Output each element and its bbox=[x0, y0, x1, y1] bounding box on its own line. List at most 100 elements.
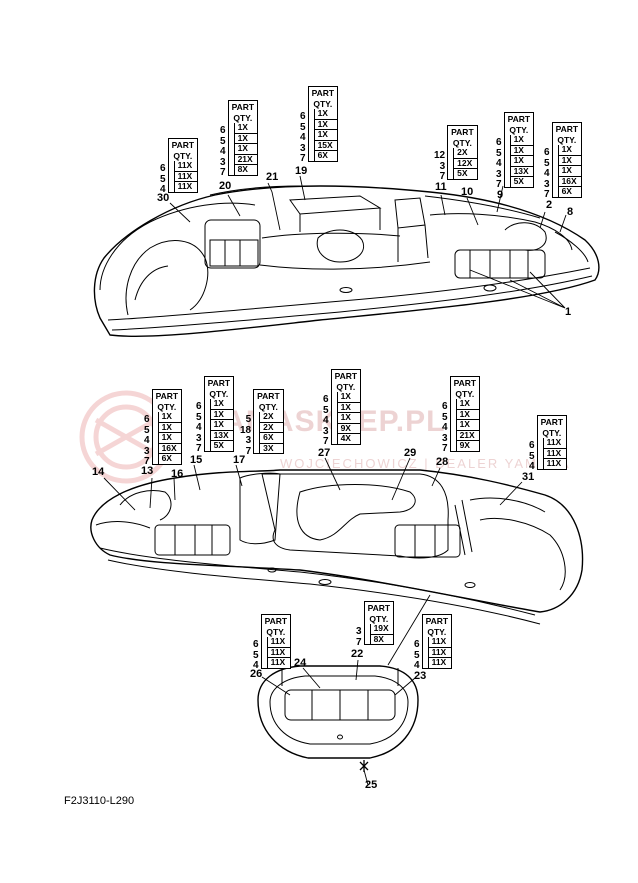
qty-value: 1X bbox=[314, 129, 338, 140]
callout-27: 27 bbox=[318, 447, 331, 459]
qty-value: 11X bbox=[270, 636, 286, 646]
part-number: 6 bbox=[220, 125, 226, 136]
qty-header-qty: QTY. bbox=[209, 389, 229, 399]
part-number: 6 bbox=[414, 639, 420, 650]
part-number: 5 bbox=[544, 157, 550, 169]
part-number: 5 bbox=[323, 404, 329, 416]
qty-value: 11X bbox=[267, 657, 291, 668]
part-number: 4 bbox=[529, 461, 535, 473]
qty-header-qty: QTY. bbox=[542, 428, 562, 438]
qty-header-part: PART bbox=[207, 378, 231, 388]
qty-value: 2X bbox=[260, 421, 283, 433]
qty-header-part: PART bbox=[155, 391, 179, 401]
callout-16: 16 bbox=[171, 468, 184, 480]
qty-header-part: PART bbox=[264, 616, 288, 626]
qty-value: 11X bbox=[174, 170, 198, 182]
qty-value: 5X bbox=[454, 168, 477, 179]
part-number: 4 bbox=[544, 168, 550, 180]
qty-value: 11X bbox=[543, 447, 567, 459]
qty-value: 13X bbox=[210, 429, 234, 441]
qty-header-qty: QTY. bbox=[369, 614, 389, 624]
qty-value: 1X bbox=[210, 419, 234, 430]
qty-header-part: PART bbox=[507, 114, 531, 124]
qty-value: 1X bbox=[558, 165, 582, 176]
callout-17: 17 bbox=[233, 454, 246, 466]
part-number: 5 bbox=[529, 450, 535, 462]
part-number: 7 bbox=[442, 443, 448, 455]
callout-25: 25 bbox=[365, 779, 378, 791]
qty-header-part: PART bbox=[231, 102, 255, 112]
callout-9: 9 bbox=[497, 189, 504, 201]
watermark-tagline: WOJCIECHOWICZ | DEALER YAMAHA bbox=[280, 456, 571, 471]
part-number: 3 bbox=[196, 432, 202, 444]
qty-value: 11X bbox=[174, 181, 198, 192]
qty-value: 12X bbox=[454, 157, 477, 169]
qty-value: 1X bbox=[234, 132, 258, 144]
qty-value: 5X bbox=[210, 440, 234, 451]
part-number: 3 bbox=[220, 156, 226, 168]
qty-value: 6X bbox=[158, 453, 182, 464]
callout-10: 10 bbox=[461, 186, 474, 198]
qty-value: 2X bbox=[457, 147, 468, 157]
qty-value: 1X bbox=[210, 408, 234, 420]
callout-31: 31 bbox=[522, 471, 535, 483]
part-number: 4 bbox=[323, 415, 329, 427]
qty-value: 11X bbox=[543, 458, 567, 469]
callout-26: 26 bbox=[250, 668, 263, 680]
qty-value: 2X bbox=[263, 411, 274, 421]
callout-2: 2 bbox=[546, 199, 553, 211]
part-number: 5 bbox=[220, 135, 226, 147]
qty-value: 1X bbox=[337, 401, 361, 413]
part-number: 5 bbox=[196, 411, 202, 423]
qty-header-qty: QTY. bbox=[173, 151, 193, 161]
part-number: 4 bbox=[253, 660, 259, 672]
part-number: 6 bbox=[496, 137, 502, 148]
qty-value: 1X bbox=[337, 412, 361, 423]
callout-23: 23 bbox=[414, 670, 427, 682]
part-number: 7 bbox=[544, 189, 550, 201]
qty-value: 9X bbox=[456, 440, 480, 451]
callout-28: 28 bbox=[436, 456, 449, 468]
part-number: 7 bbox=[245, 445, 252, 457]
qty-value: 1X bbox=[161, 411, 172, 421]
part-number: 6 bbox=[253, 639, 259, 650]
qty-value: 1X bbox=[510, 144, 534, 156]
qty-header-part: PART bbox=[540, 417, 564, 427]
part-number: 5 bbox=[253, 649, 259, 661]
part-number: 3 bbox=[144, 445, 150, 457]
qty-header-qty: QTY. bbox=[313, 99, 333, 109]
qty-value: 11X bbox=[428, 646, 452, 658]
qty-value: 21X bbox=[234, 153, 258, 165]
qty-header-part: PART bbox=[453, 378, 477, 388]
part-number: 4 bbox=[300, 132, 306, 144]
qty-value: 1X bbox=[314, 118, 338, 130]
qty-value: 8X bbox=[370, 633, 394, 645]
part-number: 6 bbox=[144, 414, 150, 425]
qty-value: 1X bbox=[459, 398, 470, 408]
callout-15: 15 bbox=[190, 454, 203, 466]
qty-value: 1X bbox=[340, 391, 351, 401]
qty-header-qty: QTY. bbox=[266, 627, 286, 637]
